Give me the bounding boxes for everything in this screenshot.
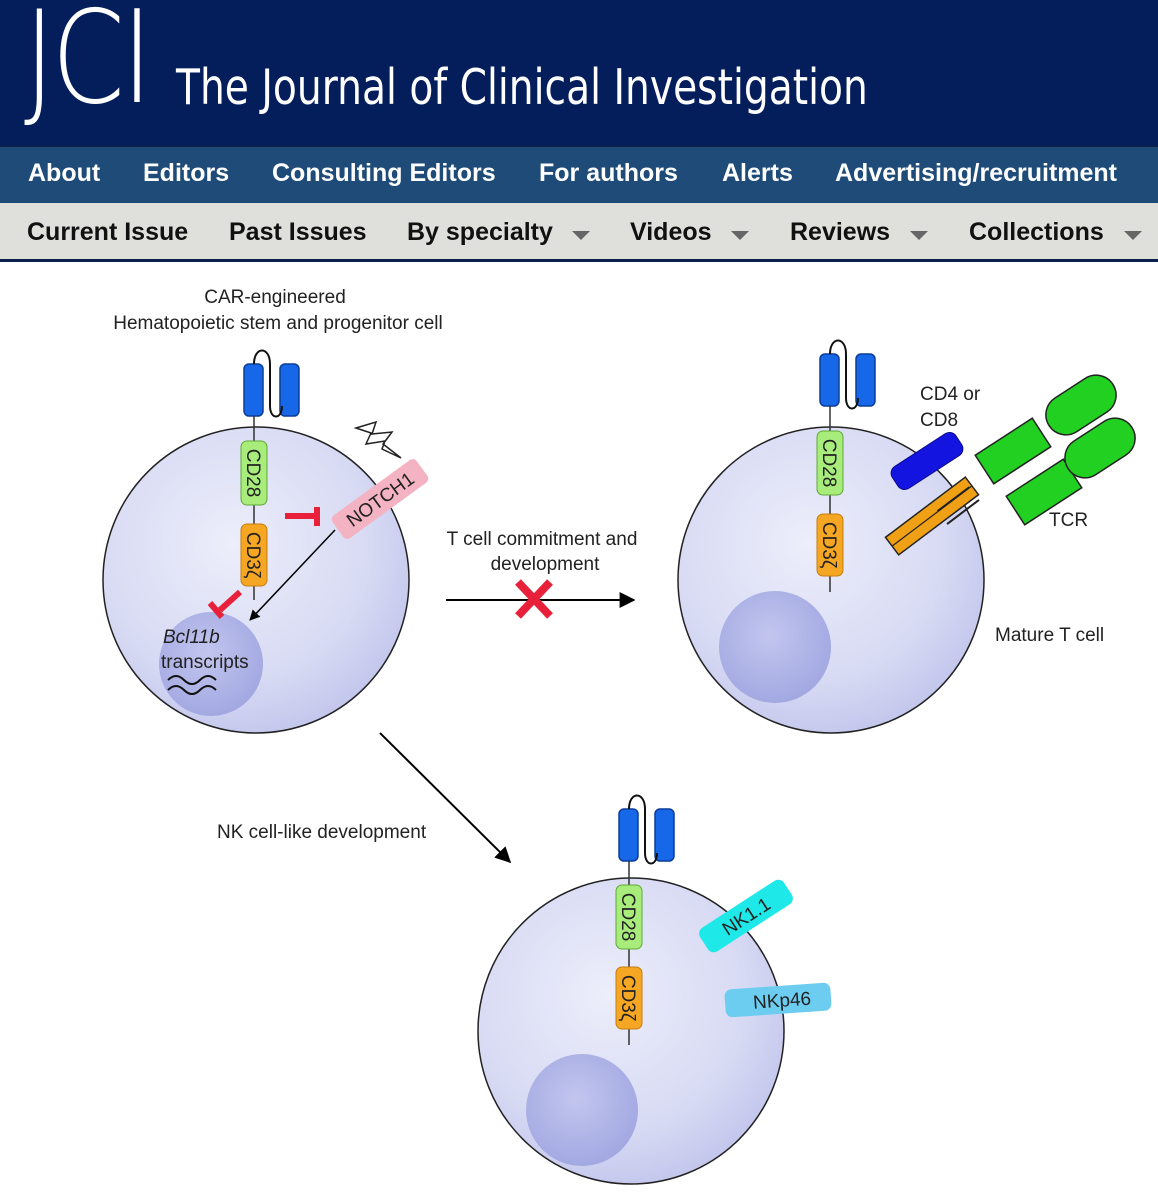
videos-dropdown-icon[interactable] [731, 231, 749, 240]
hspc-title-line1: CAR-engineered [204, 287, 346, 308]
t-cell-cd28-domain [816, 430, 844, 496]
nk-cell-cd28-domain [615, 884, 643, 950]
site-title[interactable]: The Journal of Clinical Investigation [176, 59, 868, 116]
primary-nav: About Editors Consulting Editors For aut… [0, 145, 1158, 203]
bcl11b-label: Bcl11b [163, 627, 220, 648]
t-cell-cd3z-domain [816, 513, 844, 577]
hspc-title-line2: Hematopoietic stem and progenitor cell [113, 313, 443, 334]
subnav-videos[interactable]: Videos [630, 218, 712, 246]
subnav-reviews[interactable]: Reviews [790, 218, 891, 246]
lightning-bolt-icon [353, 420, 402, 459]
cd4-cd8-label-line1: CD4 or [920, 384, 981, 405]
by-specialty-dropdown-icon[interactable] [572, 231, 590, 240]
tcr-complex [884, 374, 1136, 556]
notch1-to-bcl11b-arrow [249, 529, 336, 621]
subnav-current-issue[interactable]: Current Issue [27, 218, 189, 246]
inhibition-bcl11b-icon [207, 589, 243, 619]
nav-consulting-editors[interactable]: Consulting Editors [272, 159, 496, 187]
nav-for-authors[interactable]: For authors [539, 159, 678, 187]
mature-t-cell-nucleus [719, 591, 831, 703]
tcr-label: TCR [1049, 510, 1088, 531]
t-cell-arrow-label-line2: development [491, 554, 601, 575]
t-cell-arrow-label-line1: T cell commitment and [447, 529, 638, 550]
hspc-cd3z-label: CD3ζ [242, 532, 263, 579]
transcripts-label: transcripts [161, 652, 249, 673]
t-cell-car-receptor [819, 339, 876, 592]
inhibition-notch1-icon [285, 507, 320, 526]
nk-development-label: NK cell-like development [217, 822, 427, 843]
t-cell-cd28-label: CD28 [818, 439, 839, 488]
site-header: JCI The Journal of Clinical Investigatio… [0, 0, 1158, 145]
subnav-past-issues[interactable]: Past Issues [229, 218, 367, 246]
subnav-by-specialty[interactable]: By specialty [407, 218, 553, 246]
mature-t-cell-label: Mature T cell [995, 625, 1104, 646]
nav-advertising-recruitment[interactable]: Advertising/recruitment [835, 159, 1118, 187]
collections-dropdown-icon[interactable] [1124, 231, 1142, 240]
subnav-collections[interactable]: Collections [969, 218, 1104, 246]
car-hspc-diagram: CAR-engineered Hematopoietic stem and pr… [102, 287, 1136, 1185]
cd4-cd8-label-line2: CD8 [920, 410, 958, 431]
nav-editors[interactable]: Editors [143, 159, 230, 187]
blocked-x-icon [515, 579, 553, 619]
jci-logo[interactable]: JCI [24, 0, 153, 133]
transcript-wave-icon [167, 675, 217, 695]
hspc-cd28-domain [240, 440, 268, 506]
nk-cell-cd3z-domain [615, 966, 643, 1030]
nkp46-label: NKp46 [752, 989, 811, 1014]
secondary-nav: Current Issue Past Issues By specialty V… [0, 203, 1158, 262]
nav-about[interactable]: About [28, 159, 101, 187]
hspc-cd28-label: CD28 [242, 449, 263, 498]
nav-alerts[interactable]: Alerts [722, 159, 793, 187]
nk-cell-cd3z-label: CD3ζ [617, 975, 638, 1022]
nk-cell-cd28-label: CD28 [617, 893, 638, 942]
nk-development-arrow [379, 732, 512, 864]
reviews-dropdown-icon[interactable] [910, 231, 928, 240]
hspc-cd3z-domain [240, 523, 268, 587]
nk-like-cell-nucleus [526, 1054, 638, 1166]
t-cell-cd3z-label: CD3ζ [818, 522, 839, 569]
cd4-cd8-coreceptor [890, 431, 964, 491]
nkp46-receptor: NKp46 [724, 982, 832, 1018]
